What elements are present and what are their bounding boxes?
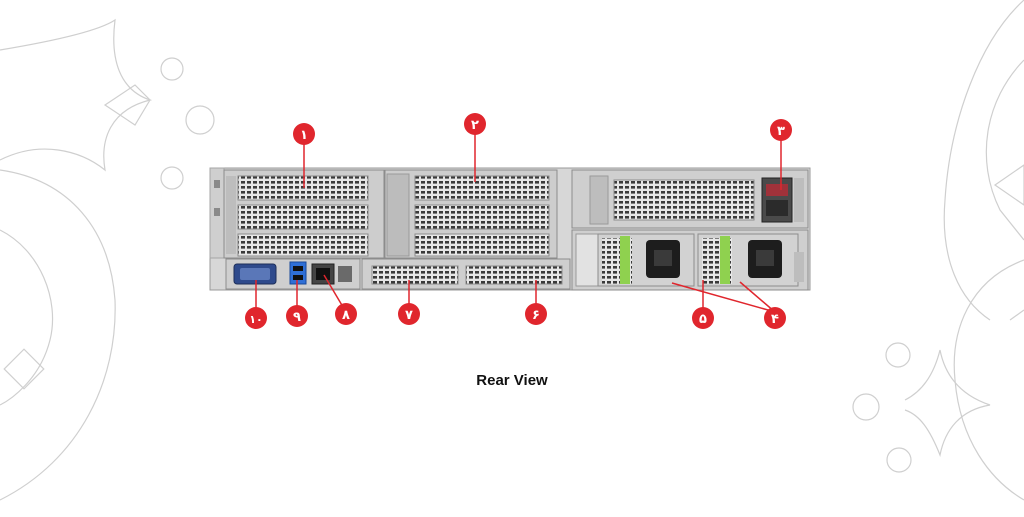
background-ornament-left — [0, 18, 215, 501]
ocp-slot-7 — [371, 265, 459, 285]
svg-text:۲: ۲ — [471, 118, 479, 133]
callout-badge-3: ۳ — [770, 119, 792, 141]
callout-badge-1: ۱ — [293, 123, 315, 145]
svg-text:۸: ۸ — [342, 308, 350, 323]
callout-badge-5: ۵ — [692, 307, 714, 329]
right-riser-module — [571, 169, 809, 229]
pcie-riser-center — [384, 169, 558, 259]
power-supplies — [571, 229, 809, 291]
svg-text:۵: ۵ — [699, 312, 707, 327]
svg-text:۱: ۱ — [300, 128, 308, 143]
svg-text:۴: ۴ — [771, 312, 779, 327]
io-panel — [225, 258, 361, 290]
background-ornament-right — [852, 0, 1024, 501]
ocp-slot-6 — [465, 265, 563, 285]
svg-text:۶: ۶ — [532, 308, 540, 323]
usb-ports[interactable] — [289, 261, 307, 285]
server-chassis — [209, 167, 811, 291]
callout-badge-10: ۱۰ — [245, 307, 267, 329]
svg-text:۷: ۷ — [405, 308, 413, 323]
svg-text:۳: ۳ — [777, 124, 785, 139]
callout-badge-2: ۲ — [464, 113, 486, 135]
diagram-caption: Rear View — [476, 372, 548, 389]
callout-badge-4: ۴ — [764, 307, 786, 329]
callout-badge-8: ۸ — [335, 303, 357, 325]
svg-text:۱۰: ۱۰ — [249, 313, 262, 326]
callout-badge-6: ۶ — [525, 303, 547, 325]
callout-badge-9: ۹ — [286, 305, 308, 327]
ocp-slots — [361, 258, 571, 290]
callout-badge-7: ۷ — [398, 303, 420, 325]
svg-text:۹: ۹ — [293, 310, 301, 325]
